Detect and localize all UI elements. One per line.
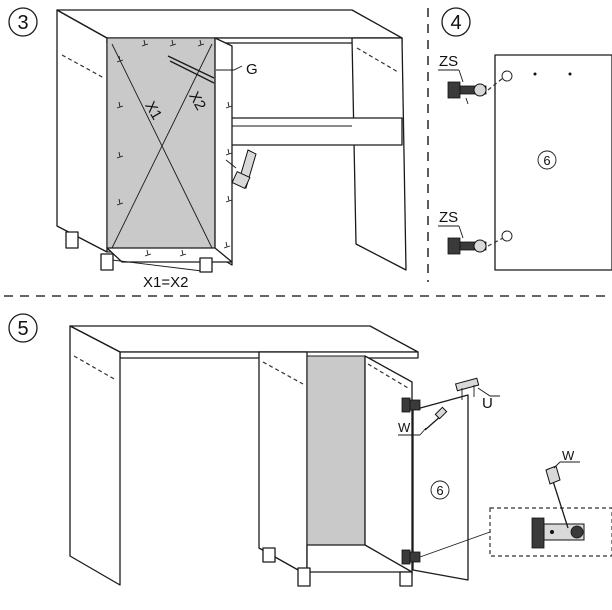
step-3-badge — [8, 7, 38, 37]
cabinet-outer-side — [258, 351, 308, 576]
g-label: G — [246, 61, 258, 78]
zs-top-label: ZS — [439, 53, 458, 70]
desk-rail — [214, 117, 403, 146]
hinge-detail-box — [489, 507, 612, 557]
foot-2 — [100, 253, 114, 271]
step-4-badge — [441, 7, 471, 37]
u-label: U — [482, 395, 493, 412]
step-4: 4 6 ZS ZS — [438, 7, 612, 271]
screwdriver-icon — [424, 406, 448, 431]
hinge-hole-bottom — [501, 230, 513, 242]
door-number-badge — [537, 150, 557, 170]
foot-1 — [65, 231, 79, 249]
hinge-icon — [531, 517, 585, 549]
step-3: 3 X1 X2 X1=X2 — [8, 7, 407, 291]
hammer-icon — [225, 149, 257, 190]
bottom-shelf — [106, 247, 233, 263]
door-number-badge — [430, 480, 450, 500]
step-4-number: 4 — [450, 12, 461, 34]
step-5-badge — [8, 313, 38, 343]
handle-icon — [454, 377, 480, 400]
right-panel-groove — [356, 47, 399, 73]
w-detail-label: W — [562, 448, 575, 463]
foot-3 — [199, 257, 213, 273]
right-side-panel — [351, 37, 407, 271]
step-3-number: 3 — [17, 12, 28, 34]
cabinet-right-side — [364, 355, 413, 576]
x2-label: X2 — [185, 89, 209, 113]
top-panel — [56, 9, 403, 39]
cabinet-side-panel — [214, 37, 233, 266]
step-5: 5 6 — [8, 313, 612, 587]
open-door — [412, 394, 469, 581]
diagonal-x2 — [111, 43, 213, 249]
door-number: 6 — [436, 483, 443, 498]
door-panel — [494, 54, 612, 271]
zs-bottom-label: ZS — [439, 209, 458, 226]
desk-top — [69, 325, 419, 353]
left-leg-panel — [69, 325, 121, 586]
screwdriver-icon — [545, 465, 569, 529]
left-side-panel — [56, 9, 108, 253]
door-number: 6 — [543, 153, 550, 168]
g-rail — [167, 55, 215, 79]
screw-icon — [116, 39, 233, 257]
w-left-label: W — [398, 420, 411, 435]
step-5-number: 5 — [17, 318, 28, 340]
left-panel-groove — [61, 54, 105, 79]
hinge-icon — [447, 81, 487, 105]
x1-label: X1 — [141, 99, 165, 123]
cabinet-back-panel — [306, 355, 366, 546]
x1-equals-x2-label: X1=X2 — [143, 274, 188, 291]
hinge-hole-top — [501, 70, 513, 82]
hinge-icon — [447, 237, 487, 255]
